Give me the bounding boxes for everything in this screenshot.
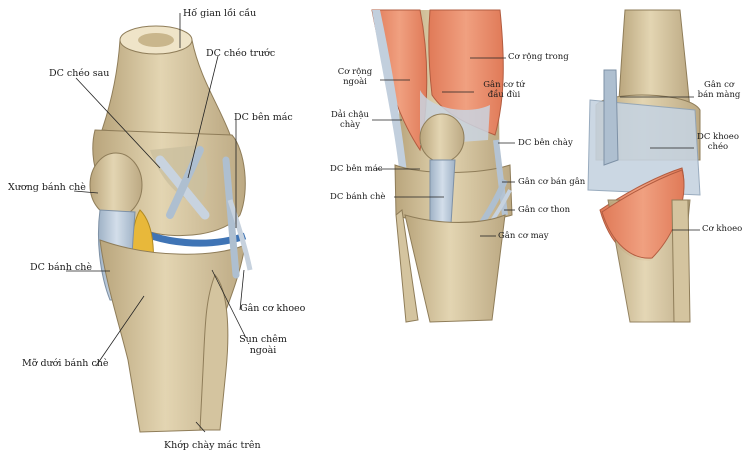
label-co-rong-ngoai-line1: Cơ rộng [330, 67, 380, 77]
label-dc-khoeo-cheo-line2: chéo [694, 142, 742, 152]
middle-knee-illustration [372, 10, 512, 322]
label-sun-chem-ngoai: Sụn chêm ngoài [234, 334, 292, 356]
label-khop-chay-mac-tren: Khớp chày mác trên [164, 440, 261, 451]
label-gan-co-khoeo: Gân cơ khoeo [240, 303, 305, 314]
label-dc-banh-che-middle: DC bánh chè [330, 192, 385, 202]
label-gan-co-ban-mang-line2: bán màng [694, 90, 744, 100]
right-knee-illustration [588, 10, 700, 322]
label-dai-chau-chay-line1: Dải chậu [326, 110, 374, 120]
label-gan-co-ban-mang: Gân cơ bán màng [694, 80, 744, 100]
label-dc-banh-che: DC bánh chè [30, 262, 92, 273]
label-mo-duoi-banh-che: Mỡ dưới bánh chè [22, 358, 109, 369]
label-dai-chau-chay-line2: chày [326, 120, 374, 130]
label-dc-khoeo-cheo: DC khoeo chéo [694, 132, 742, 152]
label-dai-chau-chay: Dải chậu chày [326, 110, 374, 130]
label-dc-ben-mac: DC bên mác [234, 112, 293, 123]
label-dc-cheo-sau: DC chéo sau [49, 68, 109, 79]
label-gan-co-tu-dau-dui-line2: đầu đùi [476, 90, 532, 100]
label-co-rong-trong: Cơ rộng trong [508, 52, 569, 62]
label-sun-chem-ngoai-line2: ngoài [234, 345, 292, 356]
label-dc-khoeo-cheo-line1: DC khoeo [694, 132, 742, 142]
label-dc-ben-chay: DC bên chày [518, 138, 573, 148]
label-gan-co-tu-dau-dui-line1: Gân cơ tứ [476, 80, 532, 90]
label-co-rong-ngoai: Cơ rộng ngoài [330, 67, 380, 87]
label-sun-chem-ngoai-line1: Sụn chêm [234, 334, 292, 345]
label-gan-co-may: Gân cơ may [498, 231, 549, 241]
label-xuong-banh-che: Xương bánh chè [8, 182, 86, 193]
label-gan-co-thon: Gân cơ thon [518, 205, 570, 215]
label-dc-cheo-truoc: DC chéo trước [206, 48, 275, 59]
left-knee-illustration [90, 26, 250, 432]
label-gan-co-ban-gan: Gân cơ bán gân [518, 177, 585, 187]
label-co-khoeo: Cơ khoeo [702, 224, 742, 234]
label-gan-co-ban-mang-line1: Gân cơ [694, 80, 744, 90]
label-dc-ben-mac-middle: DC bên mác [330, 164, 383, 174]
label-ho-gian-loi-cau: Hố gian lồi cầu [183, 8, 256, 19]
label-co-rong-ngoai-line2: ngoài [330, 77, 380, 87]
label-gan-co-tu-dau-dui: Gân cơ tứ đầu đùi [476, 80, 532, 100]
